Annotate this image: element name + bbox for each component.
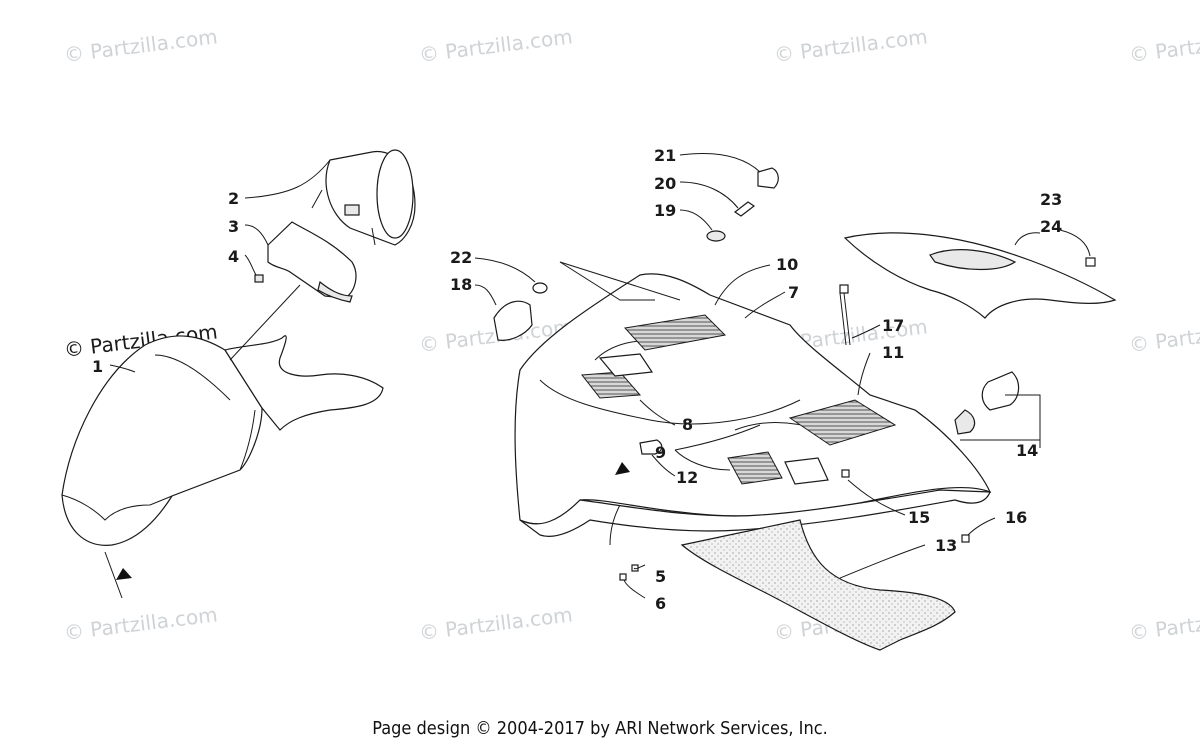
callout-18: 18 [450, 275, 472, 294]
arrow-markers [116, 462, 630, 580]
part-15-screw [841, 469, 850, 478]
part-16-screw [961, 534, 970, 543]
arrow-marker [116, 568, 132, 580]
callout-16: 16 [1005, 508, 1027, 527]
callout-20: 20 [654, 174, 676, 193]
part-19-washer [706, 230, 726, 242]
watermark: © Partzilla.com [63, 24, 219, 67]
cutout [784, 457, 829, 485]
watermark: © Partzilla.com [1128, 24, 1200, 67]
part-21-knob [757, 167, 779, 189]
callout-24: 24 [1040, 217, 1062, 236]
watermark: © Partzilla.com [1128, 314, 1200, 357]
callout-12: 12 [676, 468, 698, 487]
leader-lines [104, 153, 1091, 599]
part-12-cap [639, 439, 663, 455]
part-24-screw [1085, 257, 1096, 267]
part-9-decal [727, 451, 783, 485]
part-1-front-fender [61, 335, 384, 546]
callout-1: 1 [92, 357, 103, 376]
part-8-decal [581, 371, 642, 399]
callout-17: 17 [882, 316, 904, 335]
cutout [598, 353, 654, 377]
callout-19: 19 [654, 201, 676, 220]
arrow-marker [615, 462, 630, 475]
watermark: © Partzilla.com [1128, 602, 1200, 645]
callout-6: 6 [655, 594, 666, 613]
callout-13: 13 [935, 536, 957, 555]
watermark: © Partzilla.com [418, 602, 574, 645]
part-20-key [733, 201, 756, 217]
callout-2: 2 [228, 189, 239, 208]
part-6-screw [619, 573, 627, 581]
callout-5: 5 [655, 567, 666, 586]
callout-10: 10 [776, 255, 798, 274]
part-22-oring [532, 282, 548, 294]
watermark: © Partzilla.com [63, 602, 219, 645]
callout-22: 22 [450, 248, 472, 267]
part-4-nut [254, 274, 264, 283]
decals [581, 314, 897, 485]
callout-4: 4 [228, 247, 239, 266]
callout-3: 3 [228, 217, 239, 236]
part-14-power-outlet [954, 371, 1020, 435]
callout-23: 23 [1040, 190, 1062, 209]
callout-15: 15 [908, 508, 930, 527]
callout-7: 7 [788, 283, 799, 302]
callout-21: 21 [654, 146, 676, 165]
part-17-bolt [839, 284, 851, 346]
callout-14: 14 [1016, 441, 1038, 460]
watermark: © Partzilla.com [418, 24, 574, 67]
part-11-decal [788, 399, 897, 446]
watermark: © Partzilla.com [773, 24, 929, 67]
callout-11: 11 [882, 343, 904, 362]
callout-9: 9 [655, 443, 666, 462]
part-3-bezel [267, 221, 357, 303]
part-10-decal [624, 314, 727, 351]
part-23-console-cover [843, 232, 1117, 319]
callouts: 1 2 3 4 5 6 7 8 9 10 11 12 13 14 15 16 1… [92, 146, 1062, 613]
part-18-switch [493, 300, 533, 341]
callout-8: 8 [682, 415, 693, 434]
part-2-gauge [311, 149, 416, 246]
part-13-foam-pad [680, 519, 956, 651]
footer-copyright: Page design © 2004-2017 by ARI Network S… [372, 718, 828, 739]
